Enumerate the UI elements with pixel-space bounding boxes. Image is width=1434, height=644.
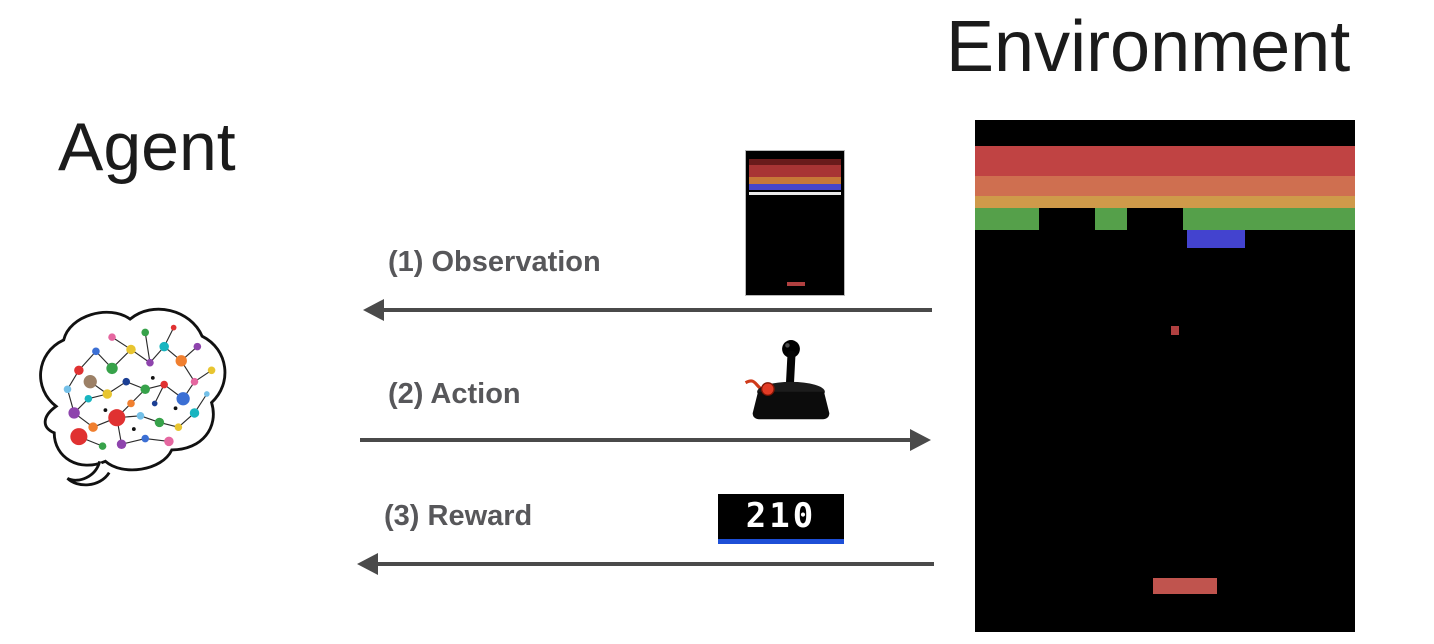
arrowhead-right-icon	[910, 429, 931, 451]
thumb-band-orange	[749, 177, 841, 184]
observation-frame-thumbnail	[745, 150, 845, 296]
brain-network-icon	[39, 307, 227, 487]
environment-title: Environment	[946, 7, 1351, 87]
observation-label: (1) Observation	[388, 246, 601, 278]
reward-arrow	[357, 553, 934, 575]
breakout-game-screen	[975, 120, 1355, 632]
brick-row-red	[975, 146, 1355, 176]
thumb-band-maroon	[749, 159, 841, 165]
arrowhead-left-icon	[363, 299, 384, 321]
thumb-band-red	[749, 165, 841, 177]
joystick-icon	[744, 340, 830, 420]
destroyed-brick-gap	[1039, 208, 1095, 230]
destroyed-brick-gap	[1127, 208, 1183, 230]
game-paddle	[1153, 578, 1217, 594]
game-ball	[1171, 326, 1179, 335]
reward-score-display: 210	[718, 494, 844, 544]
reward-label: (3) Reward	[384, 500, 533, 532]
action-label: (2) Action	[388, 378, 521, 410]
score-underline	[718, 539, 844, 544]
observation-arrow	[363, 299, 932, 321]
thumb-paddle	[787, 282, 805, 286]
arrowhead-left-icon	[357, 553, 378, 575]
brick-row-salmon	[975, 176, 1355, 196]
thumb-band-white	[749, 192, 841, 195]
thumb-band-blue	[749, 184, 841, 190]
agent-title: Agent	[58, 109, 236, 185]
score-value: 210	[745, 496, 817, 536]
brick-blue	[1187, 230, 1245, 248]
brick-row-orange	[975, 196, 1355, 208]
action-arrow	[360, 429, 931, 451]
